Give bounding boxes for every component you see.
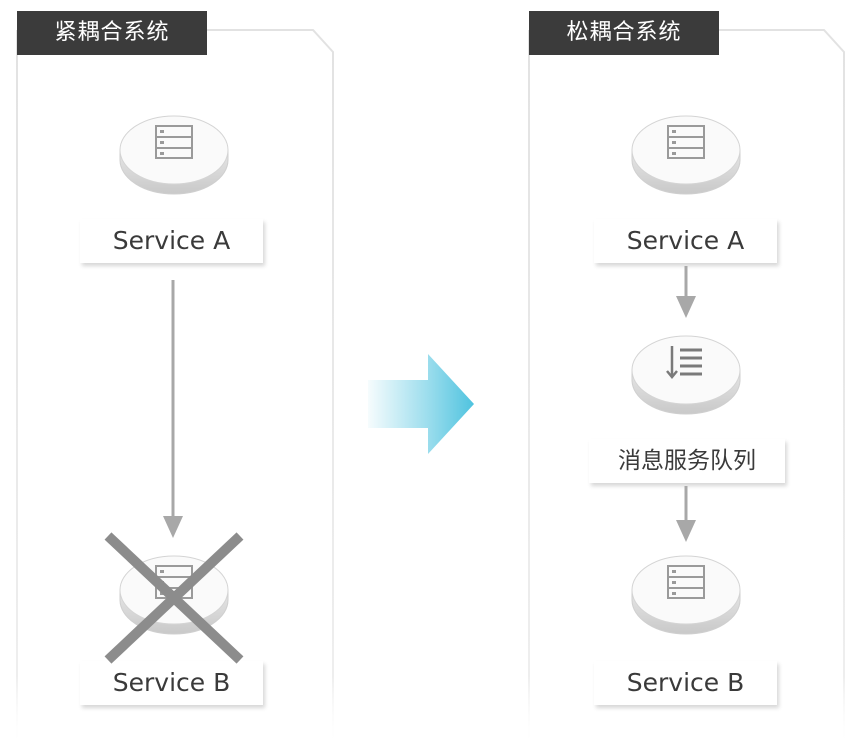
panel-title: 松耦合系统	[529, 11, 719, 55]
request-arrow	[163, 280, 183, 538]
service-b-label: Service B	[80, 661, 263, 705]
consume-arrow	[676, 486, 696, 542]
service-b-label: Service B	[594, 661, 777, 705]
message-queue-label: 消息服务队列	[589, 439, 785, 483]
server-icon	[631, 555, 741, 635]
queue-icon	[631, 335, 741, 415]
server-icon	[631, 115, 741, 195]
tight-coupling-panel: 紧耦合系统 Service A	[0, 0, 340, 748]
service-a-label: Service A	[80, 219, 263, 263]
service-a-node	[118, 108, 230, 196]
server-icon	[119, 115, 229, 195]
service-a-label: Service A	[594, 219, 777, 263]
cross-icon	[104, 532, 244, 664]
publish-arrow	[676, 266, 696, 318]
message-queue-node	[630, 328, 742, 416]
arrow-right-icon	[368, 354, 474, 454]
loose-coupling-panel: 松耦合系统 Service A	[512, 0, 850, 748]
service-b-node	[630, 548, 742, 636]
service-a-node	[630, 108, 742, 196]
panel-title: 紧耦合系统	[17, 11, 207, 55]
